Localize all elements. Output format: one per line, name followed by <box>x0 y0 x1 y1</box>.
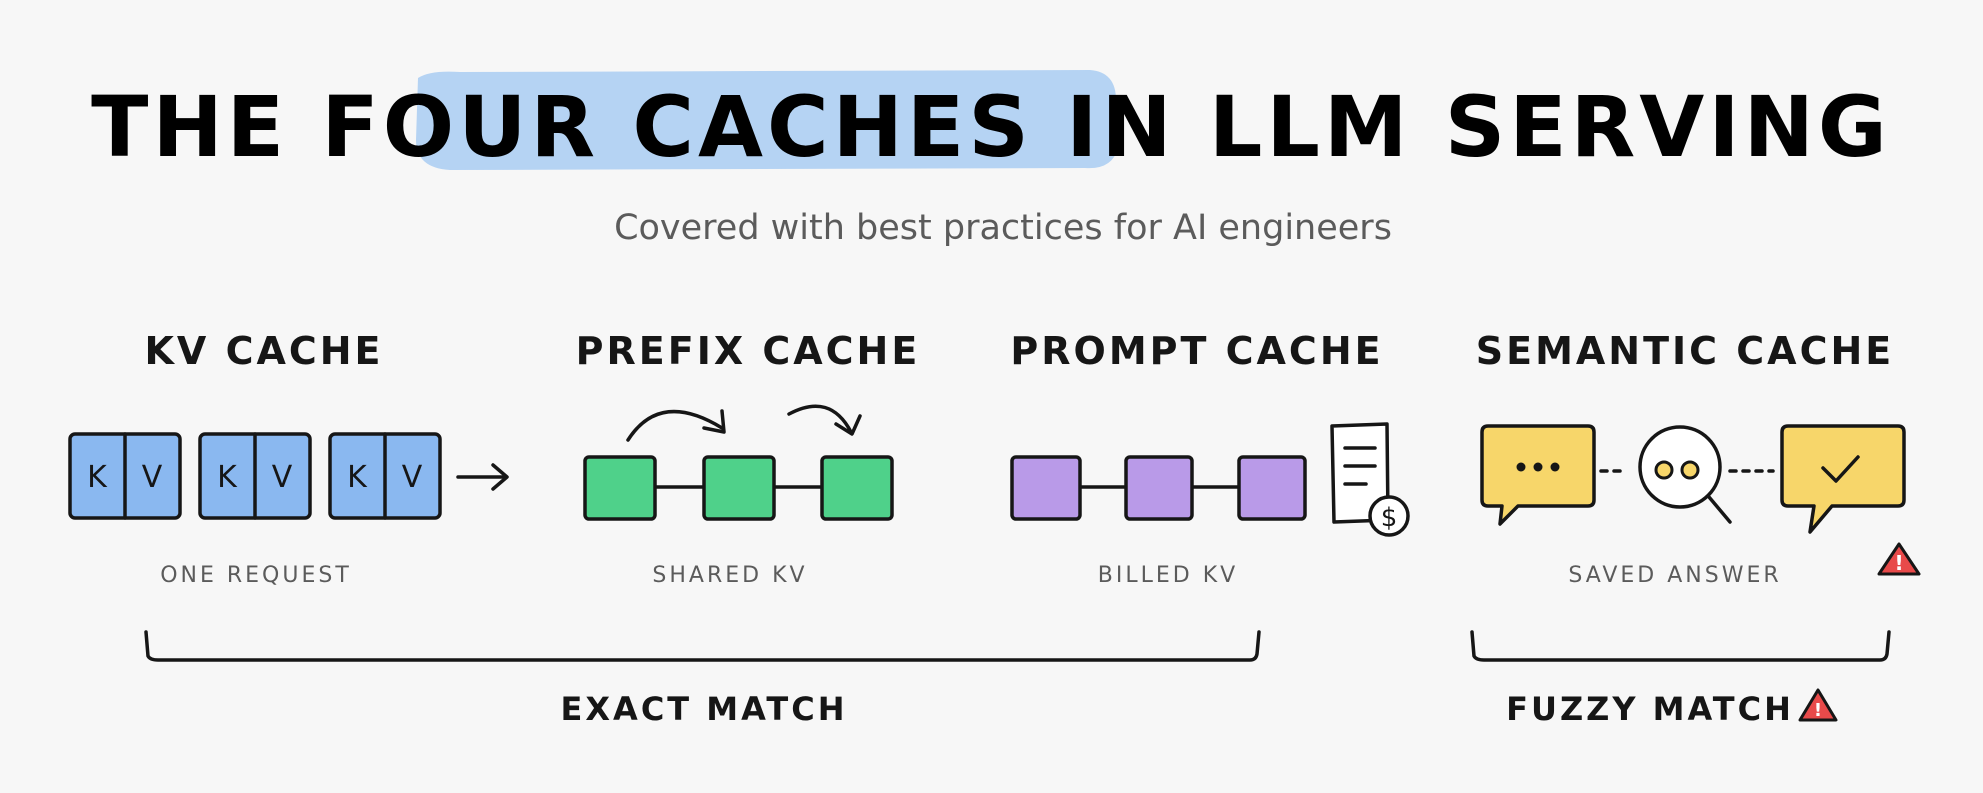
kv-pair-2: K V <box>198 432 312 520</box>
kv-block-group: K V K V K V <box>68 432 509 520</box>
semantic-cache-title: SEMANTIC CACHE <box>1476 329 1894 373</box>
prefix-block-2 <box>702 455 776 521</box>
kv-pair-1: K V <box>68 432 182 520</box>
fuzzy-match-label: FUZZY MATCH <box>1506 690 1794 728</box>
prompt-cache-title: PROMPT CACHE <box>1010 329 1383 373</box>
prefix-cache-title: PREFIX CACHE <box>576 329 921 373</box>
page-title: THE FOUR CACHES IN LLM SERVING <box>91 78 1891 176</box>
curved-arrow-icon <box>787 404 862 436</box>
prefix-cache-caption: SHARED KV <box>652 563 807 588</box>
magnifier-icon <box>1638 425 1732 524</box>
arrow-right-icon <box>456 463 509 491</box>
kv-pair-3: K V <box>328 432 442 520</box>
value-letter: V <box>272 460 293 495</box>
kv-cache-title: KV CACHE <box>144 329 383 373</box>
prefix-block-3 <box>820 455 894 521</box>
warning-icon: ! <box>1877 542 1921 576</box>
page-subtitle: Covered with best practices for AI engin… <box>614 208 1392 248</box>
prefix-chain <box>583 404 894 521</box>
fuzzy-match-bracket <box>1470 630 1891 662</box>
prompt-cache-caption: BILLED KV <box>1098 563 1238 588</box>
exact-match-label: EXACT MATCH <box>561 690 848 728</box>
warning-mark: ! <box>1894 551 1903 575</box>
exact-match-bracket <box>144 630 1261 662</box>
title-text-after: IN LLM SERVING <box>1066 78 1891 176</box>
receipt-icon <box>1330 422 1390 524</box>
prompt-block-1 <box>1010 455 1082 521</box>
key-letter: K <box>87 460 108 495</box>
saved-answer-bubble-icon <box>1780 424 1906 534</box>
semantic-flow: ! <box>1480 424 1921 576</box>
key-letter: K <box>217 460 238 495</box>
value-letter: V <box>402 460 423 495</box>
semantic-cache-caption: SAVED ANSWER <box>1568 563 1781 588</box>
prompt-chain: $ <box>1010 422 1410 537</box>
key-letter: K <box>347 460 368 495</box>
title-text-highlight: FOUR CACHES <box>321 78 1032 176</box>
checkmark-icon <box>1821 455 1860 483</box>
prompt-block-2 <box>1124 455 1194 521</box>
dollar-symbol: $ <box>1381 503 1398 533</box>
value-letter: V <box>142 460 163 495</box>
warning-mark: ! <box>1814 700 1822 721</box>
prefix-block-1 <box>583 455 657 521</box>
warning-icon: ! <box>1798 688 1838 722</box>
curved-arrow-icon <box>626 409 726 442</box>
chat-bubble-icon <box>1480 424 1596 526</box>
dollar-coin-icon: $ <box>1368 495 1410 537</box>
title-text-before: THE <box>91 78 288 176</box>
title-highlight-marker <box>416 70 1118 170</box>
prompt-block-3 <box>1237 455 1307 521</box>
kv-cache-caption: ONE REQUEST <box>160 563 352 588</box>
